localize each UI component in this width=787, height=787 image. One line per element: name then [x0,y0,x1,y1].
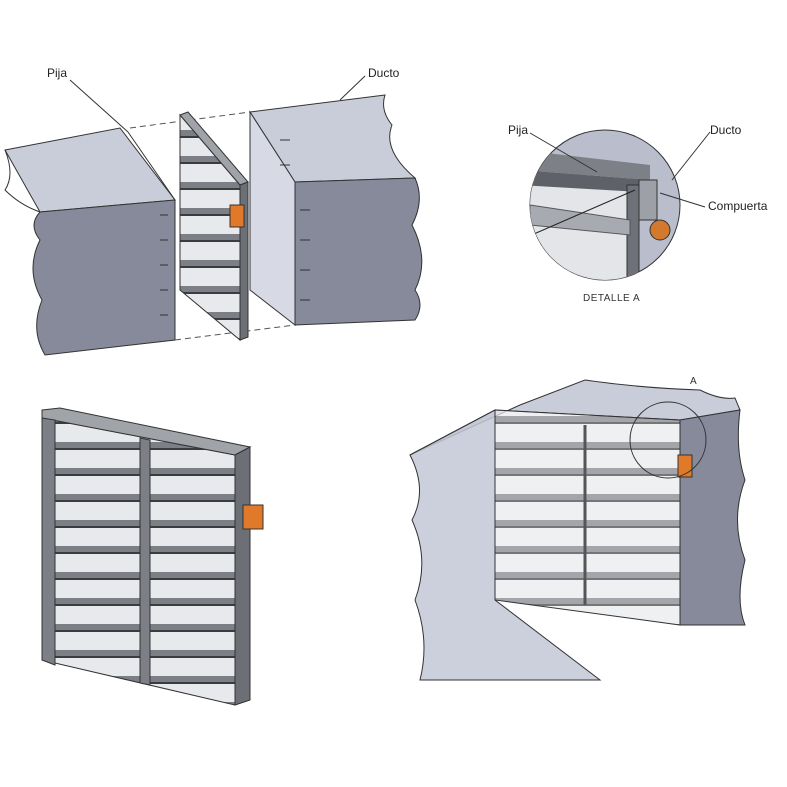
left-duct-section [4,127,176,356]
damper-exploded [179,111,249,342]
detail-label-duct: Ducto [710,123,742,137]
label-duct: Ducto [368,66,400,80]
leader-line [339,75,366,101]
detail-label-screw: Pija [508,123,529,137]
leader-line [69,79,129,133]
right-duct-section [129,94,423,341]
actuator-icon [242,504,264,530]
actuator-icon [229,204,245,228]
assembled-duct [409,379,746,681]
damper-assembly [41,407,264,706]
label-screw: Pija [47,66,68,80]
detail-marker-label: A [690,376,698,387]
detail-a-marker [629,401,707,479]
detail-label-damper: Compuerta [708,199,768,213]
detail-a-view [529,129,711,281]
detail-caption: DETALLE A [583,293,641,304]
